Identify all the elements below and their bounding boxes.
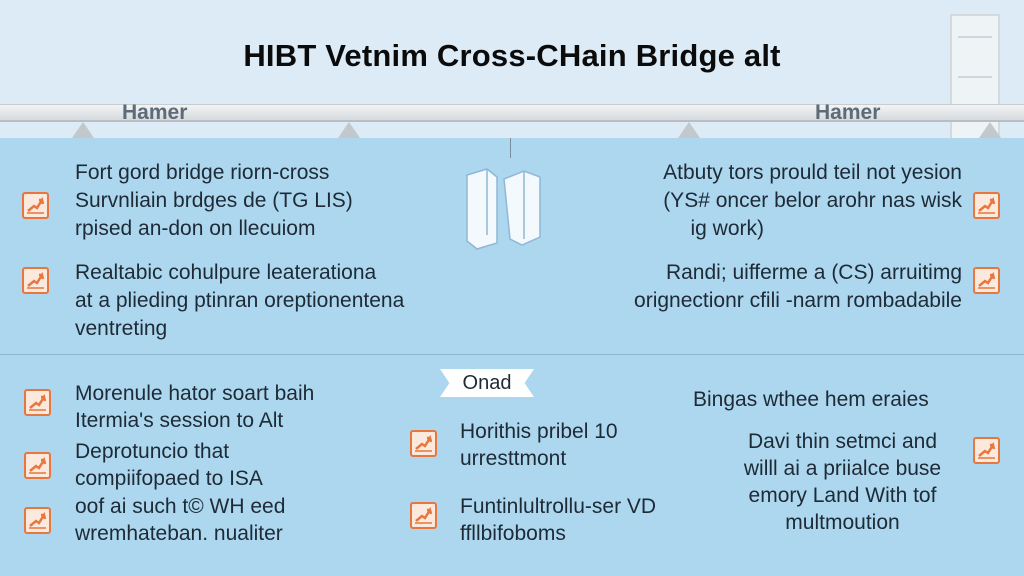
section-divider (0, 354, 1024, 355)
feature-heading: Bingas wthee hem eraies (693, 388, 929, 411)
chart-icon (22, 267, 49, 294)
chart-icon (973, 267, 1000, 294)
section-banner: Onad (440, 369, 534, 397)
bridge-label-left: Hamer (122, 101, 188, 124)
bridge-pier (678, 122, 700, 138)
chart-icon (973, 192, 1000, 219)
bridge-label-right: Hamer (815, 101, 881, 124)
chart-icon (22, 192, 49, 219)
chart-icon (24, 452, 51, 479)
bridge-pier (979, 122, 1001, 138)
bridge-deck (0, 104, 1024, 122)
chart-icon (410, 430, 437, 457)
page-title: HIBT Vetnim Cross-CHain Bridge alt (243, 38, 781, 73)
bridge-pier (72, 122, 94, 138)
chart-icon (24, 507, 51, 534)
blocks-icon (462, 165, 547, 250)
bridge-pier (338, 122, 360, 138)
chart-icon (973, 437, 1000, 464)
chart-icon (410, 502, 437, 529)
feature-text: Atbuty tors prould teil not yesion(YS# o… (663, 161, 962, 240)
chart-icon (24, 389, 51, 416)
connector-line (510, 138, 511, 158)
